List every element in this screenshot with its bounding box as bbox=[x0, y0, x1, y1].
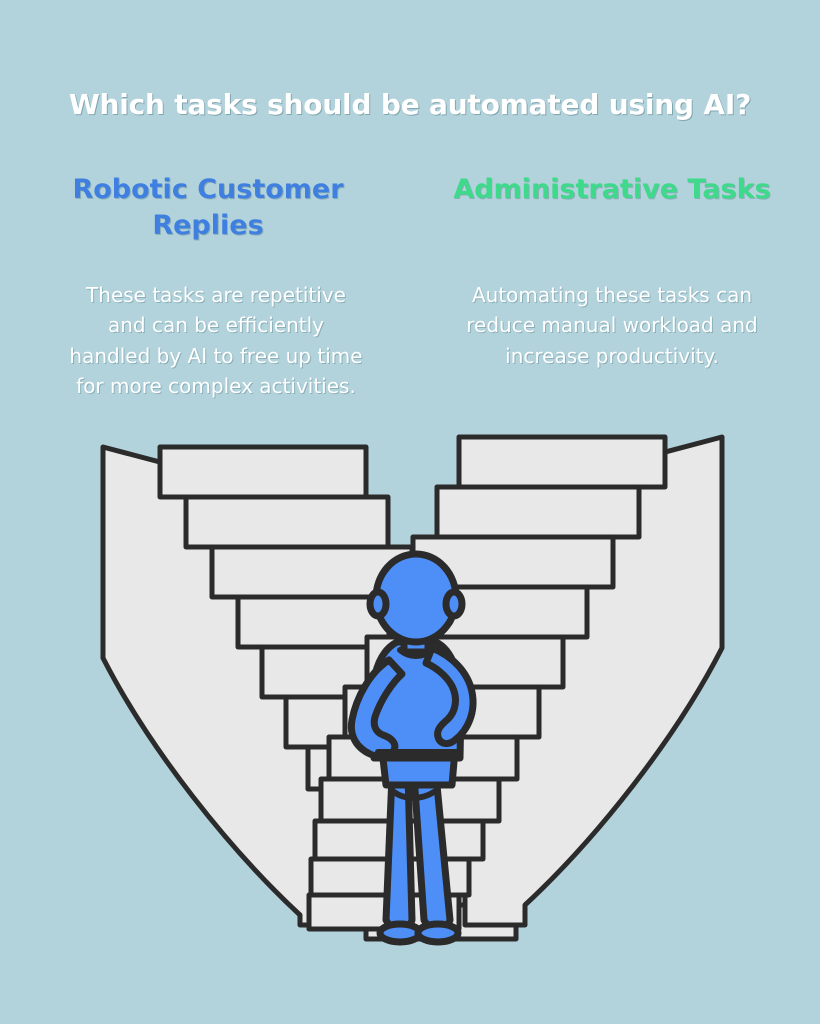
page-title: Which tasks should be automated using AI… bbox=[68, 88, 752, 121]
column-body-administrative-tasks: Automating these tasks can reduce manual… bbox=[466, 283, 758, 368]
column-heading-administrative-tasks: Administrative Tasks bbox=[453, 174, 771, 205]
illustration-person-at-staircase: .tread { fill:#e8e8e8; stroke:#2b2b2b; s… bbox=[0, 420, 820, 980]
column-heading-robotic-customer-replies: Robotic Customer Replies bbox=[72, 174, 344, 241]
column-body-robotic-customer-replies: These tasks are repetitive and can be ef… bbox=[69, 283, 363, 399]
person-figure bbox=[347, 550, 477, 946]
